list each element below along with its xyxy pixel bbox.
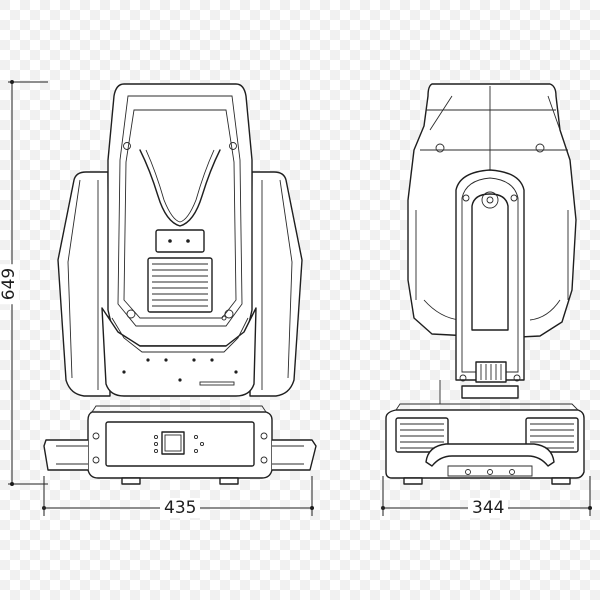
front-width-dimension-label: 435 [160,498,201,518]
side-view [385,83,585,485]
height-dimension-label: 649 [0,263,20,305]
side-width-dimension-label: 344 [468,498,509,518]
front-view [43,83,317,485]
